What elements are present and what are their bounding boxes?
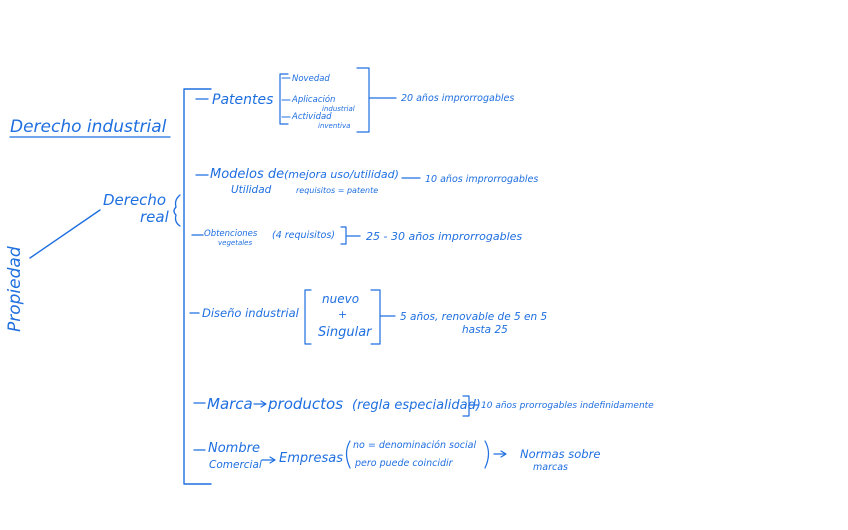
marca-plazo: 10 años prorrogables indefinidamente bbox=[481, 401, 654, 411]
diseno-req1: nuevo bbox=[322, 292, 359, 306]
diseno-plazo1: 5 años, renovable de 5 en 5 bbox=[400, 311, 547, 323]
nombre-result2: marcas bbox=[533, 462, 568, 473]
derecho-real-brace bbox=[173, 194, 181, 227]
nombre-line1: Nombre bbox=[208, 441, 260, 456]
root-connector bbox=[29, 209, 101, 259]
patentes-label: Patentes bbox=[212, 92, 273, 108]
marca-label: Marca bbox=[207, 395, 253, 413]
modelos-line1: Modelos de bbox=[210, 167, 284, 182]
patentes-req-3-line2: inventiva bbox=[318, 122, 350, 130]
derecho-real-line1: Derecho bbox=[103, 191, 166, 209]
root-label: Propiedad bbox=[5, 246, 25, 332]
marca-arrow-head bbox=[260, 400, 267, 408]
derecho-industrial-label: Derecho industrial bbox=[10, 117, 167, 137]
patentes-req-bracket bbox=[279, 73, 289, 125]
obtenciones-close-bracket bbox=[340, 226, 347, 245]
obtenciones-plazo: 25 - 30 años improrrogables bbox=[366, 230, 522, 243]
nombre-note1: no = denominación social bbox=[353, 440, 476, 451]
diseno-open-bracket bbox=[304, 289, 312, 345]
marca-note: (regla especialidad) bbox=[352, 398, 481, 413]
nombre-result-arrow-head bbox=[500, 450, 507, 458]
patentes-req-1: Novedad bbox=[292, 74, 330, 84]
patentes-plazo: 20 años improrrogables bbox=[401, 93, 514, 104]
main-bracket bbox=[183, 88, 212, 485]
diseno-plazo2: hasta 25 bbox=[462, 324, 508, 336]
nombre-result1: Normas sobre bbox=[520, 447, 600, 461]
diseno-plus: + bbox=[338, 308, 347, 321]
modelos-line2: Utilidad bbox=[231, 184, 272, 196]
patentes-req-3-line1: Actividad bbox=[291, 112, 332, 122]
nombre-note-close-paren bbox=[484, 440, 490, 469]
modelos-plazo: 10 años improrrogables bbox=[425, 174, 538, 185]
nombre-note-open-paren bbox=[345, 440, 351, 469]
diseno-req2: Singular bbox=[318, 325, 373, 340]
nombre-arrow-head bbox=[269, 456, 276, 464]
obtenciones-line1: Obtenciones bbox=[204, 229, 258, 239]
diseno-label: Diseño industrial bbox=[202, 306, 300, 320]
modelos-note2: requisitos = patente bbox=[296, 186, 378, 195]
patentes-close-bracket bbox=[356, 67, 370, 133]
patentes-req-2-line1: Aplicación bbox=[291, 94, 335, 105]
patentes-req-2-line2: industrial bbox=[322, 105, 355, 113]
nombre-line2: Comercial bbox=[209, 459, 262, 471]
obtenciones-line2: vegetales bbox=[218, 239, 252, 247]
modelos-note1: (mejora uso/utilidad) bbox=[284, 168, 399, 181]
nombre-target: Empresas bbox=[279, 451, 343, 466]
nombre-note2: pero puede coincidir bbox=[354, 458, 454, 469]
marca-target: productos bbox=[267, 395, 343, 413]
derecho-real-line2: real bbox=[140, 208, 170, 226]
obtenciones-note: (4 requisitos) bbox=[272, 230, 335, 241]
diseno-close-bracket bbox=[370, 289, 381, 345]
marca-close-bracket bbox=[462, 395, 470, 417]
